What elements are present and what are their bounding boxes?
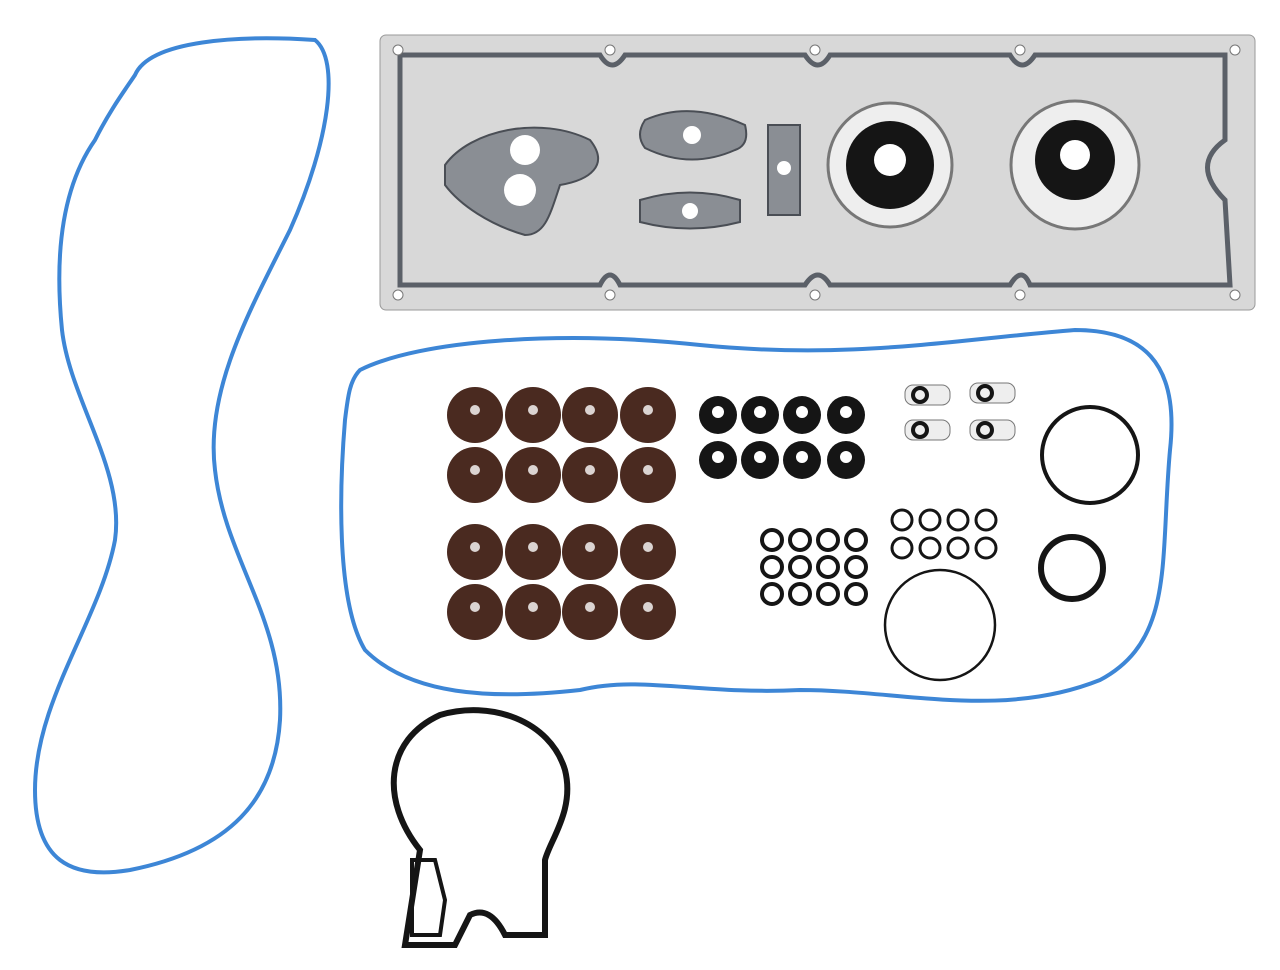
valve-stem-seal-hole [643,602,653,612]
grommet-hole [840,406,852,418]
plate-bolt-hole [392,44,404,56]
bottom-black-gasket [390,707,571,948]
small-o-ring [760,528,784,552]
o-ring [1038,534,1106,602]
left-blue-gasket [32,36,331,875]
grommet-hole [796,406,808,418]
valve-stem-seal-hole [528,405,538,415]
valve-stem-seal-hole [585,405,595,415]
grommet-hole [754,406,766,418]
plate-bolt-hole [1229,289,1241,301]
valve-stem-seal-hole [528,465,538,475]
small-o-ring [890,536,914,560]
valve-stem-seal-hole [470,465,480,475]
center-blue-gasket [339,327,1174,703]
small-o-ring [946,508,970,532]
small-o-ring [918,536,942,560]
small-o-ring [890,508,914,532]
small-o-ring [788,528,812,552]
small-o-ring [816,528,840,552]
plate-bolt-hole [604,44,616,56]
small-o-ring [760,582,784,606]
small-o-ring [788,555,812,579]
small-o-ring [844,555,868,579]
valve-stem-seal-hole [470,405,480,415]
grommet-hole [712,406,724,418]
valve-stem-seal-hole [470,542,480,552]
small-o-ring [976,384,994,402]
valve-stem-seal-hole [585,465,595,475]
small-parts [447,382,1140,682]
grommet-hole [754,451,766,463]
grommet-hole [796,451,808,463]
plate-bolt-hole [604,289,616,301]
small-o-ring [911,421,929,439]
plate-bolt-hole [392,289,404,301]
valve-stem-seal-hole [585,602,595,612]
valve-stem-seal-hole [528,602,538,612]
valley-cover-plate [379,34,1256,311]
valve-stem-seal-hole [643,542,653,552]
plate-bolt-hole [809,289,821,301]
small-o-ring [844,528,868,552]
plate-bolt-hole [1014,289,1026,301]
o-ring [1040,405,1140,505]
small-o-ring [760,555,784,579]
plate-bolt-hole [1014,44,1026,56]
small-o-ring [816,555,840,579]
small-o-ring [788,582,812,606]
small-o-ring [918,508,942,532]
valve-stem-seal-hole [643,405,653,415]
valve-stem-seal-hole [470,602,480,612]
small-o-ring [844,582,868,606]
valve-stem-seal-hole [528,542,538,552]
small-o-ring [974,508,998,532]
small-o-ring [976,421,994,439]
grommet-hole [712,451,724,463]
small-o-ring [816,582,840,606]
grommet-hole [840,451,852,463]
plate-bolt-hole [809,44,821,56]
plate-bolt-hole [1229,44,1241,56]
small-o-ring [974,536,998,560]
small-o-ring [911,386,929,404]
small-o-ring [946,536,970,560]
valve-stem-seal-hole [585,542,595,552]
valve-stem-seal-hole [643,465,653,475]
o-ring [883,568,997,682]
